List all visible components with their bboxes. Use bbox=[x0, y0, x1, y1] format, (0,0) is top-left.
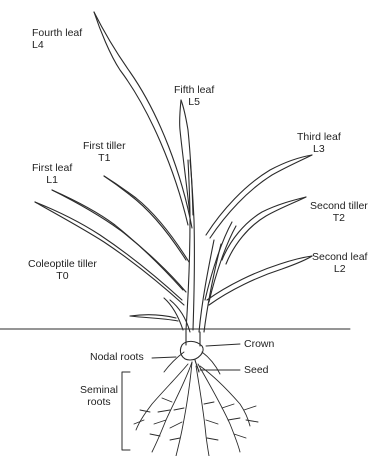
label-second-leaf: Second leaf L2 bbox=[312, 251, 367, 275]
seminal-roots-bracket bbox=[122, 372, 130, 450]
label-second-tiller: Second tiller T2 bbox=[310, 200, 368, 224]
first-leaf-name: First leaf bbox=[32, 162, 72, 174]
label-fourth-leaf: Fourth leaf L4 bbox=[32, 27, 82, 51]
coleoptile-tiller-name: Coleoptile tiller bbox=[28, 258, 97, 270]
third-leaf-blade bbox=[206, 155, 312, 238]
fourth-leaf-blade bbox=[94, 12, 192, 228]
coleoptile-tiller-code: T0 bbox=[28, 270, 97, 282]
fifth-leaf-name: Fifth leaf bbox=[174, 84, 214, 96]
second-leaf-blade bbox=[207, 256, 312, 305]
label-first-leaf: First leaf L1 bbox=[32, 162, 72, 186]
fourth-leaf-code: L4 bbox=[32, 39, 82, 51]
seminal-roots bbox=[134, 362, 258, 456]
second-tiller-code: T2 bbox=[310, 212, 368, 224]
first-leaf-code: L1 bbox=[32, 174, 72, 186]
first-tiller-name: First tiller bbox=[83, 140, 126, 152]
seed-name: Seed bbox=[244, 364, 269, 376]
fourth-leaf-name: Fourth leaf bbox=[32, 27, 82, 39]
second-leaf-code: L2 bbox=[312, 263, 367, 275]
label-fifth-leaf: Fifth leaf L5 bbox=[174, 84, 214, 108]
third-leaf-code: L3 bbox=[297, 143, 341, 155]
label-first-tiller: First tiller T1 bbox=[83, 140, 126, 164]
second-tiller-name: Second tiller bbox=[310, 200, 368, 212]
fifth-leaf-code: L5 bbox=[174, 96, 214, 108]
third-leaf-name: Third leaf bbox=[297, 131, 341, 143]
label-crown: Crown bbox=[244, 338, 274, 350]
fifth-leaf-blade bbox=[180, 100, 193, 215]
label-seed: Seed bbox=[244, 364, 269, 376]
first-tiller-blade bbox=[104, 176, 189, 262]
second-tiller-blade bbox=[205, 197, 306, 302]
crown-name: Crown bbox=[244, 338, 274, 350]
nodal-roots-name: Nodal roots bbox=[90, 351, 144, 363]
label-coleoptile-tiller: Coleoptile tiller T0 bbox=[28, 258, 97, 282]
label-third-leaf: Third leaf L3 bbox=[297, 131, 341, 155]
label-nodal-roots: Nodal roots bbox=[90, 351, 144, 363]
stem bbox=[164, 160, 221, 332]
seminal-roots-line2: roots bbox=[80, 396, 118, 408]
seminal-roots-line1: Seminal bbox=[80, 384, 118, 396]
first-tiller-code: T1 bbox=[83, 152, 126, 164]
second-leaf-name: Second leaf bbox=[312, 251, 367, 263]
label-seminal-roots: Seminal roots bbox=[80, 384, 118, 408]
